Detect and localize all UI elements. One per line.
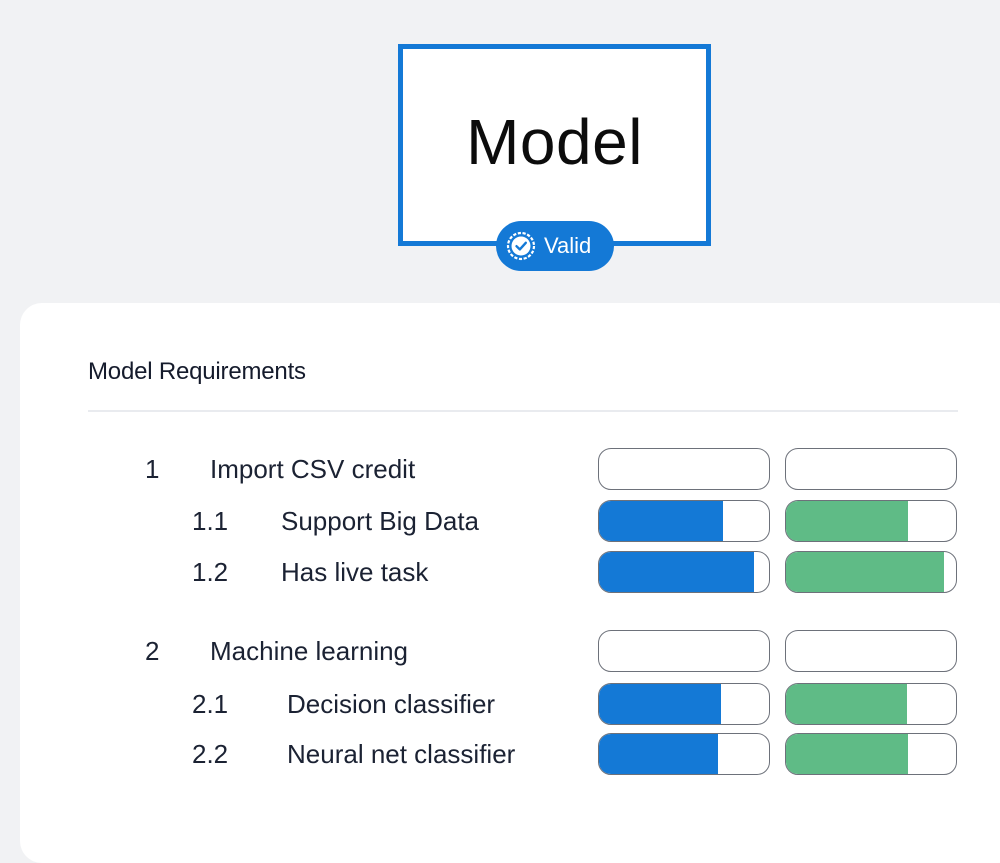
requirement-number: 2.2	[192, 739, 229, 769]
check-circle-icon	[506, 231, 536, 261]
progress-fill	[786, 734, 909, 774]
requirement-item-row: 2.1 Decision classifier	[20, 682, 1000, 726]
requirement-number: 2.1	[192, 689, 229, 719]
progress-bar-blue	[598, 683, 770, 725]
requirement-label: Support Big Data	[281, 506, 480, 536]
progress-bar-blue	[598, 500, 770, 542]
status-label: Valid	[544, 233, 592, 258]
progress-bar-blue	[598, 448, 770, 490]
progress-bar-green	[785, 683, 957, 725]
requirement-number: 1.1	[192, 506, 229, 536]
progress-fill	[599, 552, 754, 592]
progress-bar-green	[785, 630, 957, 672]
progress-fill	[599, 501, 724, 541]
requirement-group-row: 2 Machine learning	[20, 629, 1000, 673]
requirement-label: Has live task	[281, 557, 429, 587]
progress-fill	[599, 684, 722, 724]
requirement-number: 1.2	[192, 557, 229, 587]
panel-title: Model Requirements	[88, 358, 306, 385]
requirement-label: Import CSV credit	[210, 454, 416, 484]
requirement-item-row: 2.2 Neural net classifier	[20, 732, 1000, 776]
model-title: Model	[466, 106, 643, 178]
progress-bar-green	[785, 448, 957, 490]
requirement-number: 1	[145, 454, 160, 484]
progress-bar-green	[785, 733, 957, 775]
progress-bar-green	[785, 551, 957, 593]
progress-bar-blue	[598, 733, 770, 775]
requirement-label: Neural net classifier	[287, 739, 516, 769]
requirement-number: 2	[145, 636, 160, 666]
requirement-item-row: 1.2 Has live task	[20, 550, 1000, 594]
divider	[88, 410, 958, 412]
progress-bar-blue	[598, 630, 770, 672]
progress-fill	[599, 734, 718, 774]
progress-bar-blue	[598, 551, 770, 593]
progress-fill	[786, 684, 907, 724]
requirements-panel: Model Requirements 1 Import CSV credit 1…	[20, 303, 1000, 863]
model-node[interactable]: Model	[398, 44, 711, 246]
progress-fill	[786, 552, 945, 592]
requirement-item-row: 1.1 Support Big Data	[20, 499, 1000, 543]
requirement-label: Decision classifier	[287, 689, 496, 719]
progress-bar-green	[785, 500, 957, 542]
requirement-label: Machine learning	[210, 636, 409, 666]
progress-fill	[786, 501, 909, 541]
status-badge: Valid	[496, 221, 614, 271]
requirement-group-row: 1 Import CSV credit	[20, 447, 1000, 491]
